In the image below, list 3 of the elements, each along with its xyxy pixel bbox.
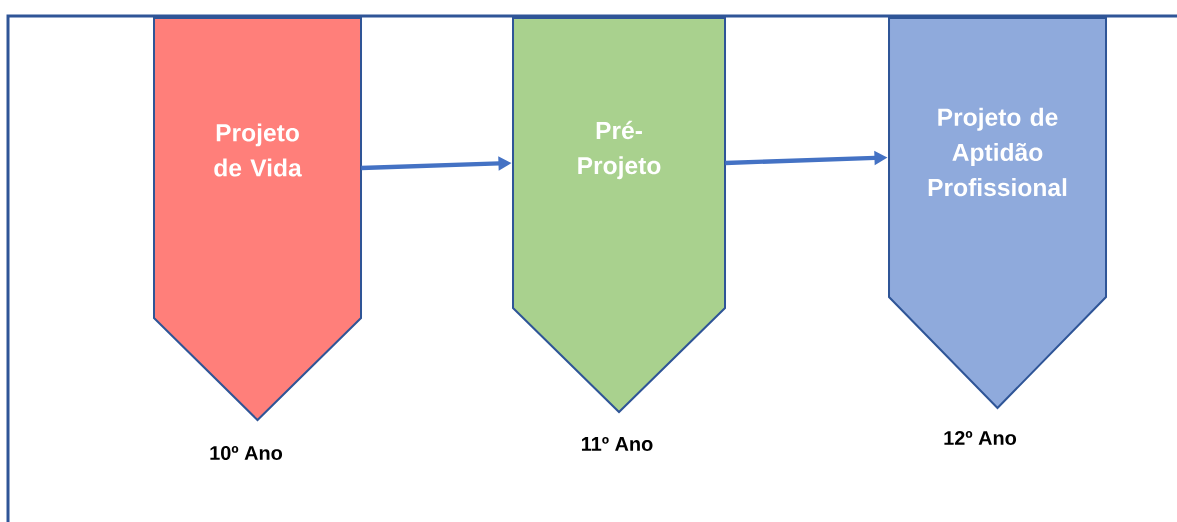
year-label: 12º Ano bbox=[944, 430, 1017, 446]
year-label: 11º Ano bbox=[581, 437, 653, 451]
year-label: 10º Ano bbox=[210, 445, 283, 461]
